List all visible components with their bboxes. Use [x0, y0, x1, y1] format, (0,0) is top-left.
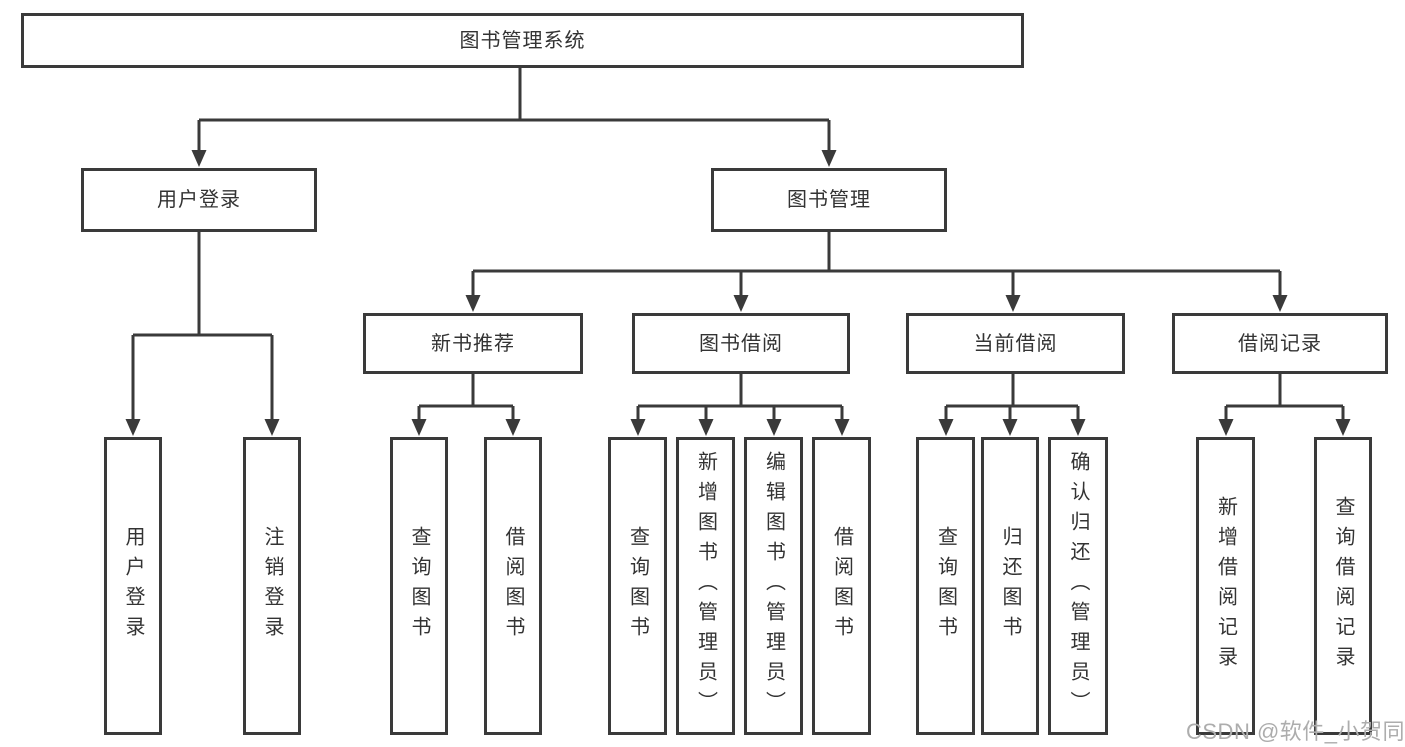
leaf-borrow-books-recommend: 借阅图书	[484, 437, 542, 735]
node-root-system: 图书管理系统	[21, 13, 1024, 68]
connector-book-borrow-branch	[636, 374, 844, 421]
connector-root-to-level2	[197, 68, 831, 152]
leaf-query-books-recommend: 查询图书	[390, 437, 448, 735]
connector-user-login-branch	[131, 232, 274, 421]
leaf-add-borrow-record: 新增借阅记录	[1196, 437, 1255, 735]
leaf-query-books-borrowing: 查询图书	[608, 437, 667, 735]
leaf-confirm-return-admin: 确认归还（管理员）	[1048, 437, 1108, 735]
leaf-query-borrow-record: 查询借阅记录	[1314, 437, 1372, 735]
connector-borrow-records-branch	[1224, 374, 1345, 421]
leaf-user-login: 用户登录	[104, 437, 162, 735]
node-user-login: 用户登录	[81, 168, 317, 232]
arrowheads	[125, 150, 1351, 436]
connector-new-book-branch	[417, 374, 515, 421]
connector-current-borrow-branch	[944, 374, 1080, 421]
leaf-add-books-admin: 新增图书（管理员）	[676, 437, 735, 735]
watermark: CSDN @软件_小贺同学	[1186, 719, 1405, 744]
node-current-borrowing: 当前借阅	[906, 313, 1125, 374]
leaf-query-books-current: 查询图书	[916, 437, 975, 735]
leaf-edit-books-admin: 编辑图书（管理员）	[744, 437, 803, 735]
node-new-book-recommend: 新书推荐	[363, 313, 583, 374]
leaf-logout: 注销登录	[243, 437, 301, 735]
node-book-borrowing: 图书借阅	[632, 313, 850, 374]
leaf-borrow-books: 借阅图书	[812, 437, 871, 735]
node-book-management: 图书管理	[711, 168, 947, 232]
connector-book-mgmt-branch	[471, 232, 1282, 297]
leaf-return-books: 归还图书	[981, 437, 1039, 735]
node-borrowing-records: 借阅记录	[1172, 313, 1388, 374]
